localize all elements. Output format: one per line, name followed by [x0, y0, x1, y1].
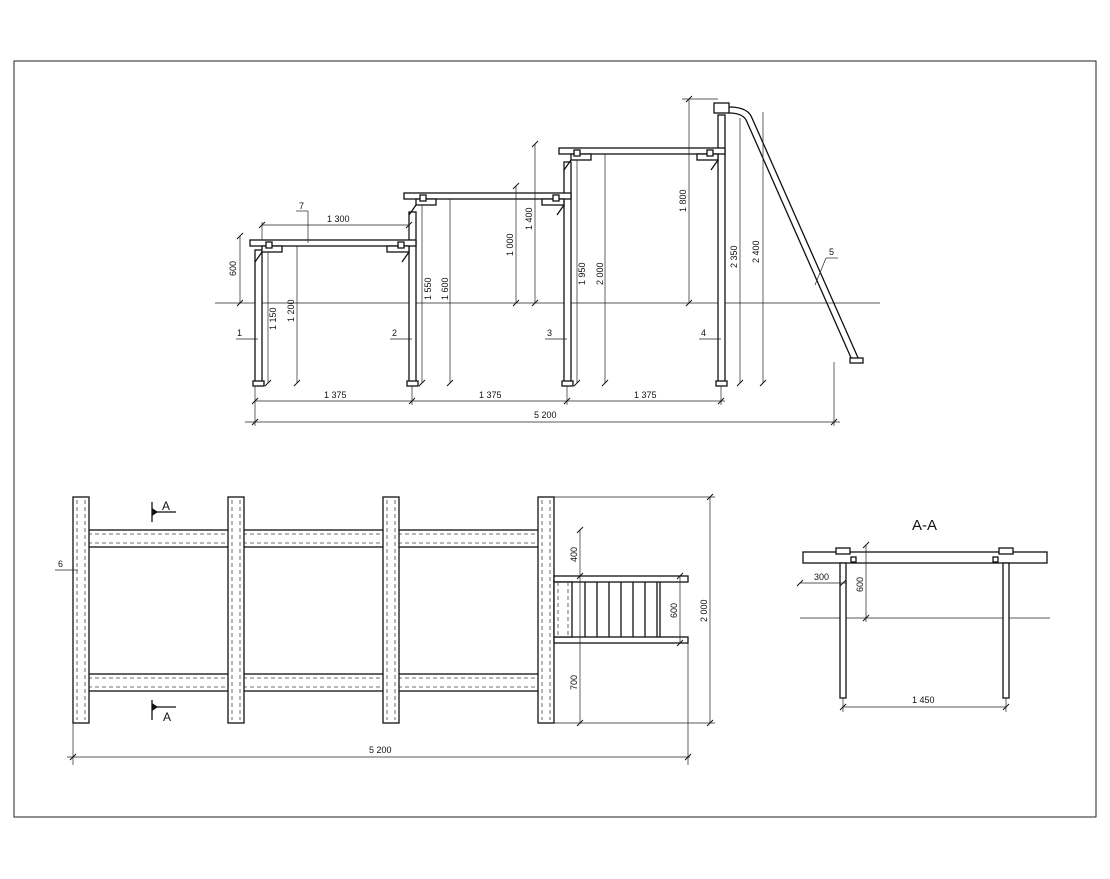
dim-1600: 1 600 — [440, 277, 450, 300]
dim-1000: 1 000 — [505, 233, 515, 256]
dim-1550: 1 550 — [423, 277, 433, 300]
dim-2350: 2 350 — [729, 245, 739, 268]
platform-1 — [249, 239, 417, 263]
post-3 — [561, 161, 574, 387]
sheet-frame — [13, 60, 1097, 818]
elevation-dimensions: 600 1 150 1 200 1 550 1 600 1 000 1 400 — [228, 95, 840, 426]
plan-dim-600: 600 — [669, 603, 679, 618]
dim-span-1: 1 375 — [324, 390, 347, 400]
dim-1400: 1 400 — [524, 207, 534, 230]
section-dimensions: 300 600 1 450 — [796, 541, 1010, 712]
dim-span-3: 1 375 — [634, 390, 657, 400]
elevation-view: 600 1 150 1 200 1 550 1 600 1 000 1 400 — [215, 95, 880, 426]
plan-planks — [72, 496, 555, 724]
marker-7: 7 — [299, 201, 304, 211]
dim-1950: 1 950 — [577, 262, 587, 285]
section-cut-markers: A A — [151, 499, 176, 724]
dim-total: 5 200 — [534, 410, 557, 420]
plan-dim-total: 5 200 — [369, 745, 392, 755]
section-cap-left — [835, 547, 851, 555]
dim-1150: 1 150 — [268, 307, 278, 330]
section-post-right — [1002, 562, 1010, 699]
platform-2 — [403, 192, 572, 216]
dim-1200: 1 200 — [286, 299, 296, 322]
plan-beam-top — [87, 529, 541, 548]
section-a-a: A-A 300 600 1 450 — [796, 517, 1050, 712]
post-1 — [252, 249, 265, 387]
section-dim-600: 600 — [855, 577, 865, 592]
dim-1800: 1 800 — [678, 189, 688, 212]
section-platform — [802, 551, 1048, 564]
plan-dim-2000: 2 000 — [699, 599, 709, 622]
dim-600: 600 — [228, 261, 238, 276]
marker-6: 6 — [58, 559, 63, 569]
marker-4: 4 — [701, 328, 706, 338]
section-cut-top: A — [162, 499, 170, 513]
dim-1300: 1 300 — [327, 214, 350, 224]
post-2 — [406, 211, 419, 387]
section-cap-right — [998, 547, 1014, 555]
post-4-cap — [713, 102, 730, 114]
marker-2: 2 — [392, 328, 397, 338]
plan-dimensions: 2 000 400 700 600 5 200 — [67, 493, 715, 765]
dim-span-2: 1 375 — [479, 390, 502, 400]
elevation-markers: 1 2 3 4 5 7 — [236, 201, 838, 340]
plan-slide — [553, 575, 689, 644]
dim-2000: 2 000 — [595, 262, 605, 285]
marker-1: 1 — [237, 328, 242, 338]
platform-3 — [558, 147, 726, 171]
plan-dim-400: 400 — [569, 547, 579, 562]
slide — [728, 106, 864, 364]
post-4 — [715, 114, 728, 387]
plan-view: A A 6 2 000 400 700 600 — [55, 493, 715, 765]
plan-dim-700: 700 — [569, 675, 579, 690]
section-dim-300: 300 — [814, 572, 829, 582]
plan-beam-bottom — [87, 673, 541, 692]
marker-3: 3 — [547, 328, 552, 338]
section-dim-1450: 1 450 — [912, 695, 935, 705]
marker-5: 5 — [829, 247, 834, 257]
dim-2400: 2 400 — [751, 240, 761, 263]
section-title: A-A — [912, 517, 937, 534]
section-cut-bottom: A — [163, 710, 171, 724]
